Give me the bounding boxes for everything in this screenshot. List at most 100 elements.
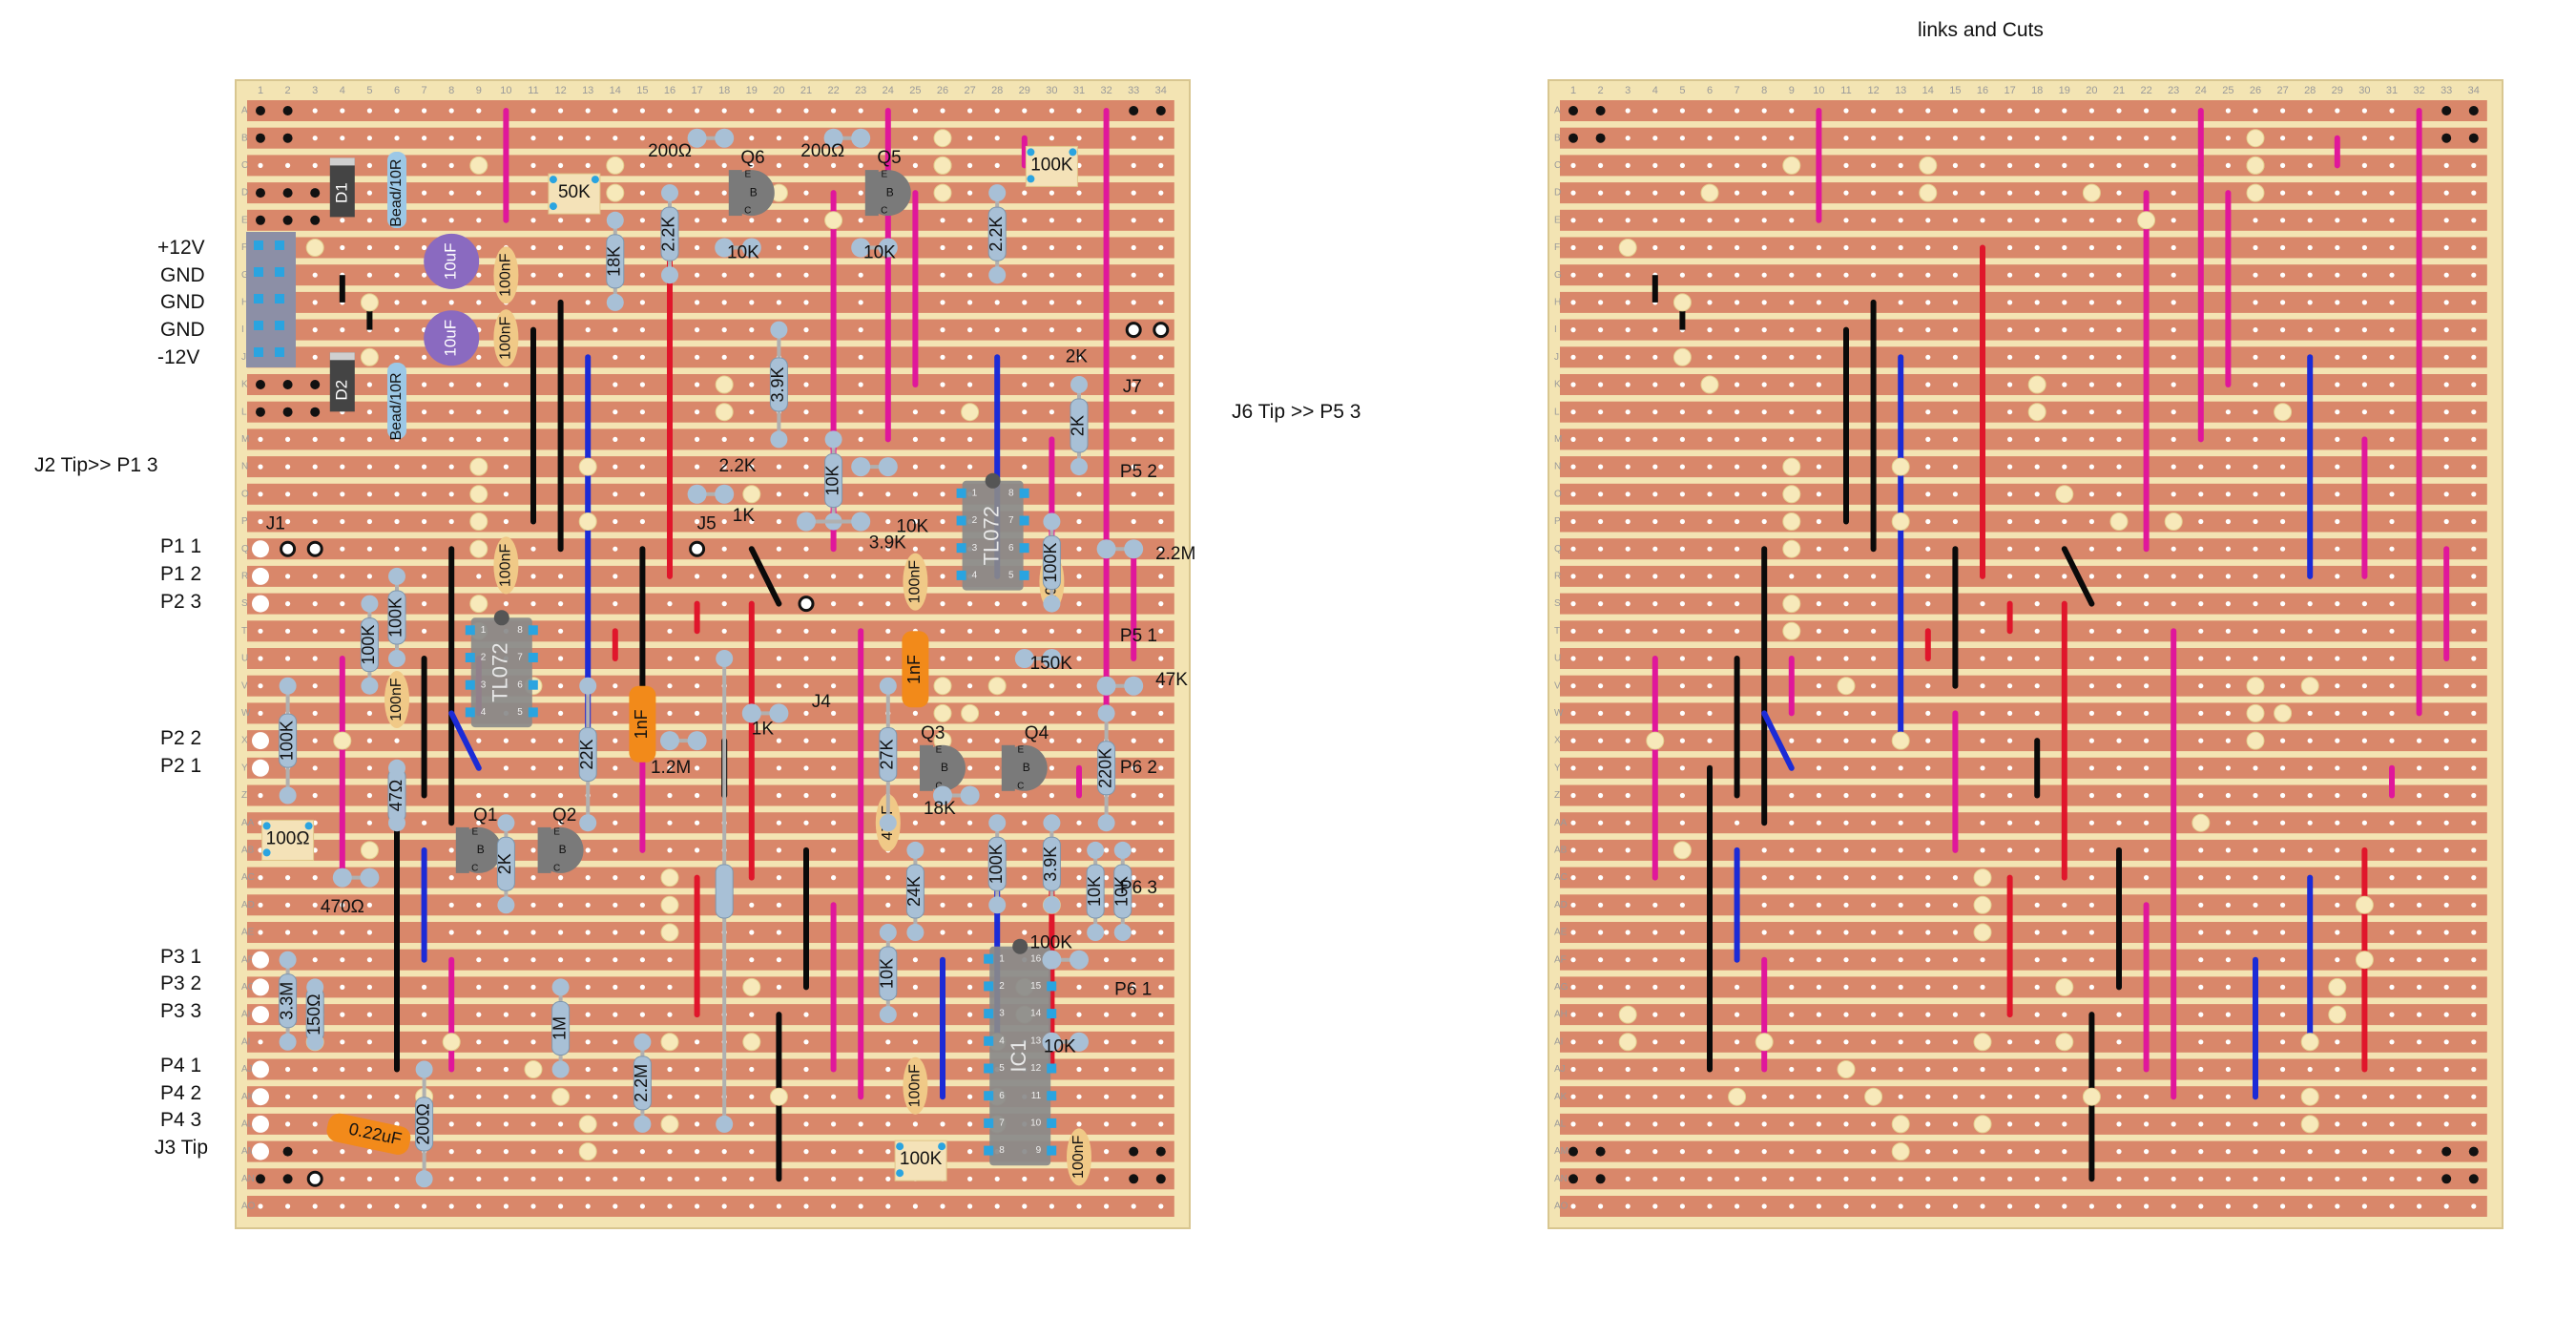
right-column-number: 9 (1789, 85, 1795, 96)
left-hole (558, 574, 564, 579)
left-hole (558, 957, 564, 963)
left-column-number: 3 (312, 85, 318, 96)
left-hole (585, 984, 591, 990)
trimmer-100k-bottom-pin (896, 1169, 904, 1178)
left-hole (1131, 1094, 1136, 1099)
right-hole (1816, 957, 1821, 963)
right-hole (2034, 574, 2040, 579)
right-hole (2088, 136, 2094, 141)
right-copper-strip (1560, 1140, 2487, 1162)
left-hole (803, 738, 809, 743)
resistor-100k-b-end (388, 650, 405, 667)
right-hole (2225, 1203, 2231, 1209)
right-hole (2171, 382, 2176, 387)
resistor-200ohm-c-end (415, 1170, 433, 1188)
right-hole (1952, 244, 1958, 251)
left-hole (312, 300, 318, 305)
left-hole (585, 902, 591, 908)
right-hole (1789, 436, 1795, 442)
left-hole (1158, 272, 1164, 278)
resistor-27k-end (879, 814, 897, 832)
right-hole (1625, 902, 1631, 908)
right-hole (2335, 1203, 2340, 1209)
left-hole (721, 1149, 727, 1155)
track-cut (1782, 457, 1801, 476)
left-hole (667, 1066, 673, 1073)
right-hole (1925, 574, 1931, 579)
resistor-10k-h-end (1042, 1032, 1062, 1052)
track-cut (469, 512, 488, 531)
left-hole (940, 518, 945, 525)
right-hole (1598, 162, 1604, 168)
right-column-number: 31 (2386, 85, 2398, 96)
right-hole (1789, 1203, 1795, 1209)
pot-label-p3-2: P3 2 (160, 972, 202, 994)
resistor-3-9k-a-end (770, 321, 788, 339)
right-hole (2443, 984, 2449, 990)
left-copper-strip (247, 565, 1174, 587)
left-hole (613, 1176, 618, 1181)
left-hole (695, 382, 700, 387)
right-hole (2171, 491, 2176, 497)
right-hole (2253, 354, 2258, 360)
right-hole (1980, 218, 1985, 223)
right-hole (2471, 656, 2477, 661)
right-hole (2389, 464, 2395, 470)
left-hole (558, 710, 564, 717)
right-hole (2062, 218, 2067, 223)
wire-link-diagonal (1761, 710, 1795, 771)
right-hole (2062, 190, 2067, 196)
pad (256, 188, 265, 199)
right-hole (2225, 765, 2231, 771)
right-hole (2116, 1039, 2122, 1045)
left-hole (967, 464, 973, 470)
right-hole (1925, 847, 1931, 853)
ic-tl072-a-pin (465, 679, 475, 690)
ic-ic1-pin-number: 1 (999, 953, 1005, 964)
track-cut (1700, 375, 1719, 394)
left-hole (285, 464, 291, 470)
left-hole (503, 792, 509, 799)
right-hole (2198, 1203, 2204, 1209)
left-row-letter: A (241, 106, 248, 116)
right-hole (2198, 464, 2204, 470)
right-hole (1980, 1012, 1985, 1017)
right-hole (1652, 1121, 1658, 1127)
left-hole (340, 108, 345, 114)
ic-tl072-a-pin (465, 625, 475, 636)
pad (282, 1174, 293, 1184)
right-copper-strip (1560, 894, 2487, 916)
right-hole (2335, 491, 2340, 497)
right-hole (1789, 108, 1795, 114)
right-hole (2471, 820, 2477, 826)
track-cut (1782, 512, 1801, 531)
right-hole (1925, 710, 1931, 717)
left-hole (967, 244, 973, 251)
left-copper-strip (247, 1196, 1174, 1217)
right-hole (1925, 272, 1931, 278)
resistor-200ohm-c-label: 200Ω (413, 1103, 432, 1145)
left-hole (695, 574, 700, 579)
right-hole (2007, 327, 2013, 333)
left-hole (749, 354, 755, 360)
right-hole (1598, 792, 1604, 799)
right-hole (1652, 218, 1658, 223)
track-cut (2082, 1087, 2101, 1106)
right-hole (1789, 1149, 1795, 1155)
resistor-100k-e-end (988, 896, 1007, 914)
resistor-2-2m-b-end (634, 1115, 652, 1133)
left-hole (967, 382, 973, 387)
ic-tl072-a (470, 617, 532, 728)
left-hole (476, 409, 482, 415)
right-hole (1952, 957, 1958, 963)
label-j5: J5 (697, 513, 717, 533)
ic-tl072-a-notch (493, 610, 509, 626)
left-hole (503, 409, 509, 415)
trimmer-100ohm-pin (262, 822, 271, 830)
right-hole (2198, 628, 2204, 634)
transistor-q5-pin-e: E (881, 170, 887, 180)
right-hole (1952, 902, 1958, 908)
right-hole (2280, 1203, 2286, 1209)
right-hole (1980, 820, 1985, 826)
pad (282, 380, 293, 389)
